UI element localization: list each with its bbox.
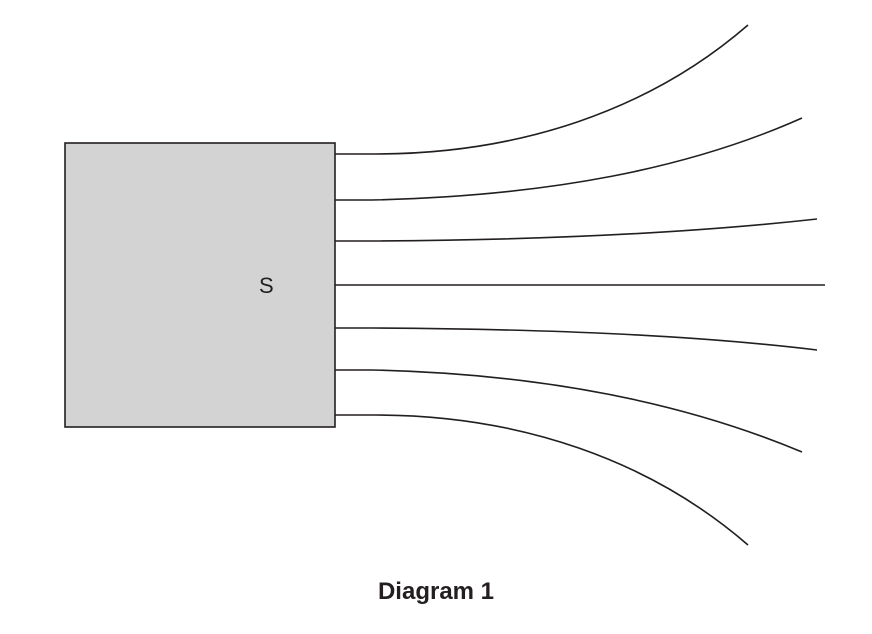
field-line-2	[335, 117, 803, 201]
field-line-3	[335, 218, 818, 242]
diagram-caption: Diagram 1	[377, 578, 495, 605]
field-line-1	[335, 24, 749, 155]
field-line-6	[335, 369, 803, 453]
field-line-5	[335, 327, 818, 351]
field-line-7	[335, 414, 749, 546]
magnet-south-pole	[64, 142, 336, 428]
pole-label-s: S	[259, 273, 274, 298]
